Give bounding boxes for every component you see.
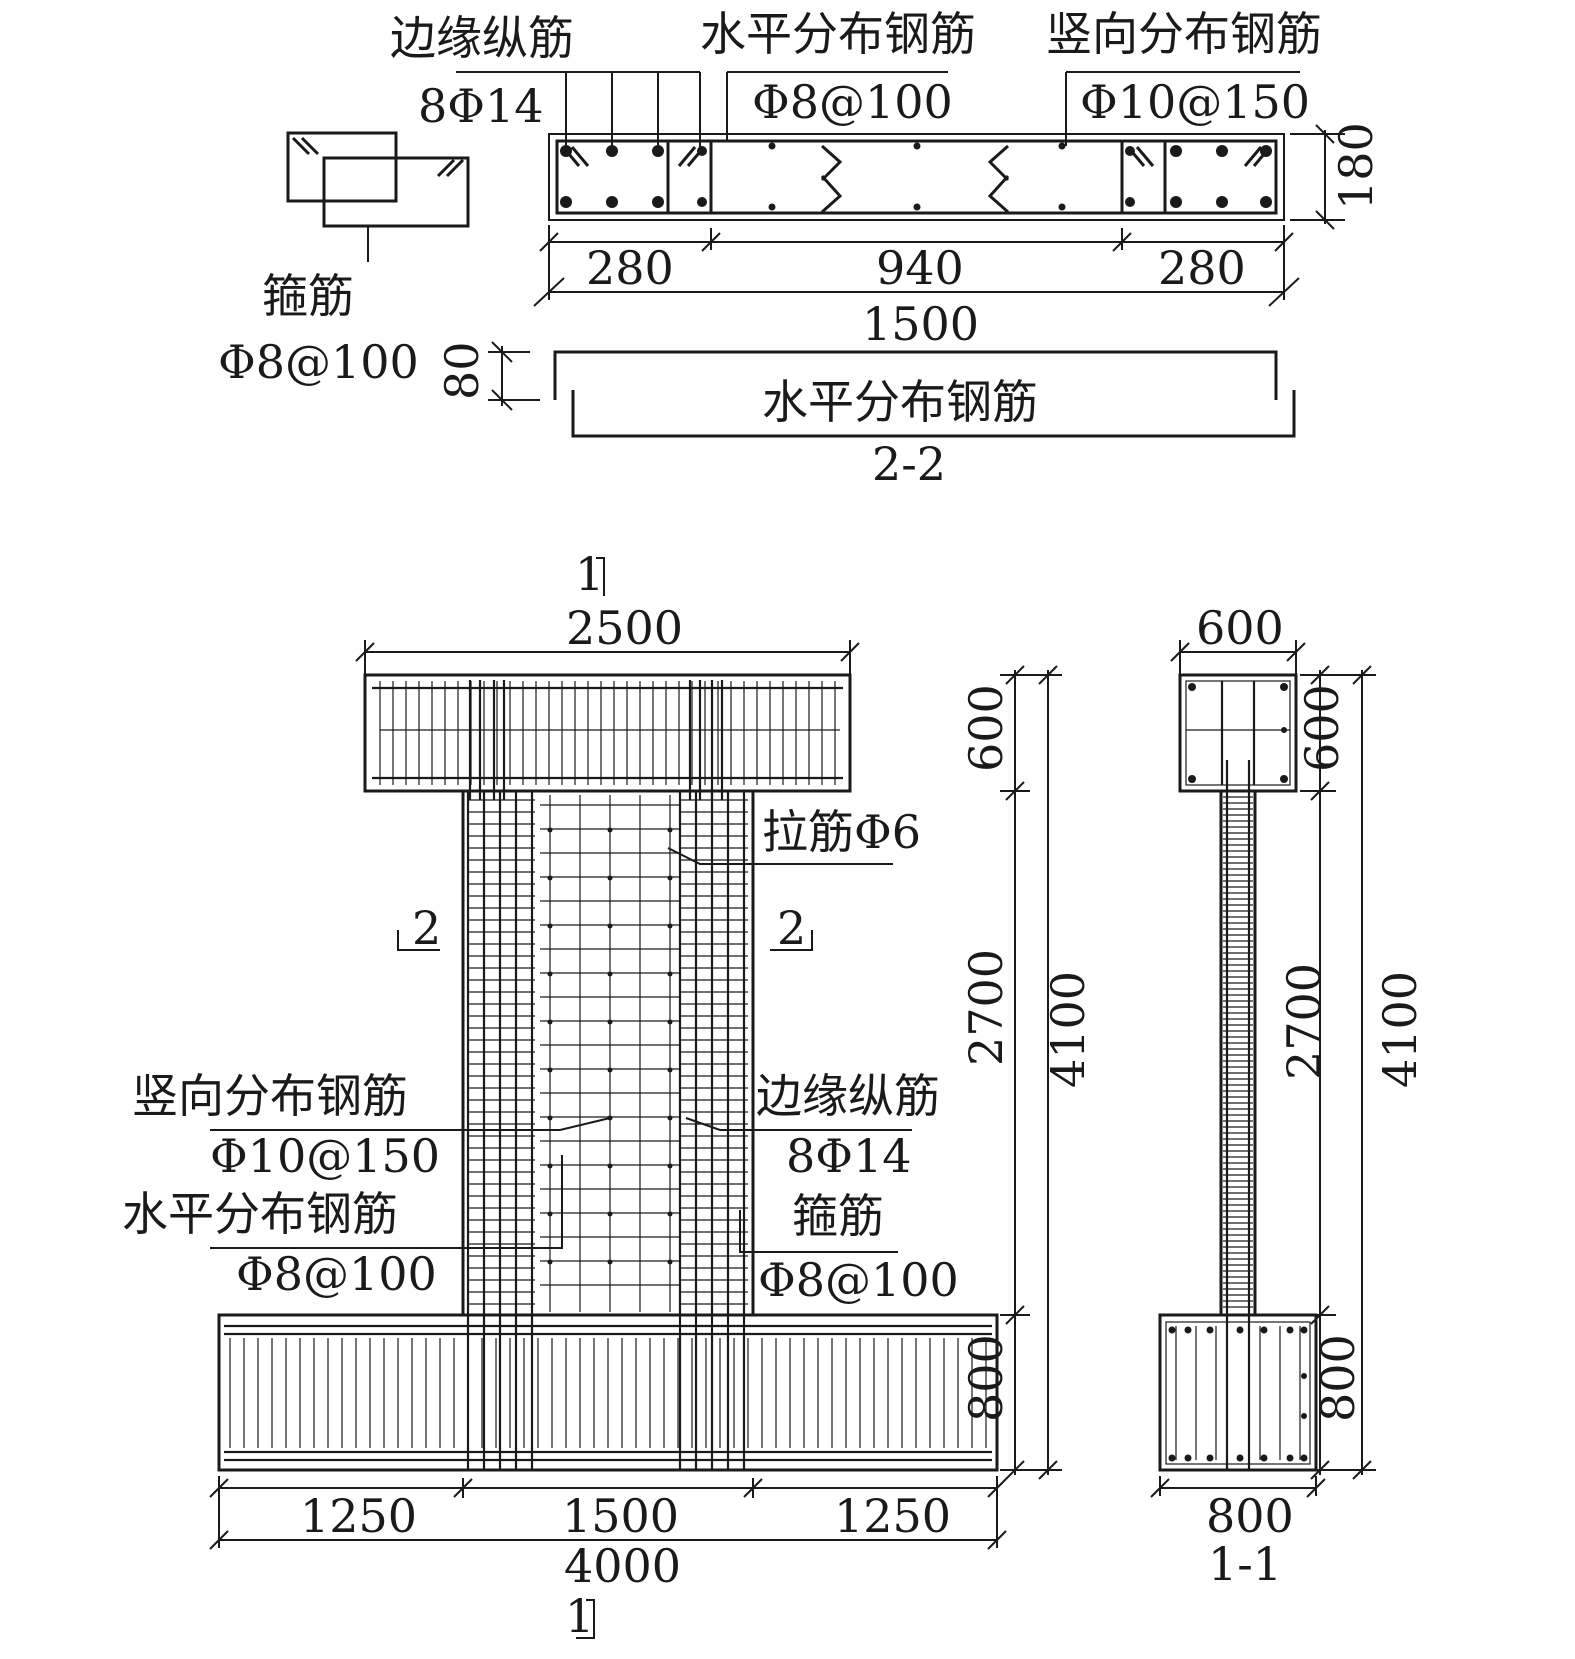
wall-reinforcement-grid	[540, 795, 680, 1312]
cut-2-left-number: 2	[412, 901, 441, 955]
stirrup-spec: Φ8@100	[218, 335, 419, 389]
s11-dim-base-height-800: 800	[1311, 1334, 1365, 1422]
edge-bars-spec: 8Φ14	[418, 79, 544, 133]
dim-left-280: 280	[586, 241, 674, 295]
elev-stirrup-spec: Φ8@100	[758, 1253, 959, 1307]
elevation-width-dims	[209, 1476, 1007, 1550]
cut-1-top-number: 1	[575, 547, 604, 601]
dim-base-mid-1500: 1500	[562, 1489, 679, 1543]
dim-base-right-1250: 1250	[834, 1489, 951, 1543]
horizontal-bars-label: 水平分布钢筋	[700, 7, 976, 61]
stirrup-label: 箍筋	[262, 269, 354, 323]
horizontal-bar-shape-label: 水平分布钢筋	[762, 375, 1038, 429]
section-2-2-dims	[533, 124, 1345, 307]
dim-base-total-4000: 4000	[564, 1539, 681, 1593]
horizontal-bars-spec: Φ8@100	[752, 75, 953, 129]
section-1-1-wall-bars	[1223, 760, 1253, 1470]
vertical-bars-label: 竖向分布钢筋	[1046, 7, 1322, 61]
s11-dim-top-width-600: 600	[1196, 601, 1284, 655]
section-2-2-title: 2-2	[872, 437, 946, 491]
tie-label: 拉筋Φ6	[762, 805, 921, 859]
dim-top-height-600: 600	[959, 684, 1013, 772]
top-beam-bars	[379, 680, 836, 800]
elevation-leaders	[210, 847, 912, 1253]
elevation-height-dims	[1000, 665, 1062, 1480]
elevation-view: 2500 1 1 2 2 600 2700 800 4100	[122, 547, 1095, 1643]
section-1-1: 600 800 1-1 600 2700 800 4100	[1150, 601, 1427, 1591]
section-1-1-title: 1-1	[1208, 1537, 1282, 1591]
cut-2-right-number: 2	[777, 901, 806, 955]
s11-dim-wall-height-2700: 2700	[1277, 963, 1331, 1080]
s11-dim-base-width-800: 800	[1206, 1489, 1294, 1543]
section-2-2: 箍筋 Φ8@100	[218, 7, 1383, 491]
elev-stirrup-label: 箍筋	[792, 1189, 884, 1243]
section-1-1-base-bars	[1168, 1326, 1308, 1462]
stirrup-detail	[286, 131, 470, 262]
dim-base-height-800: 800	[959, 1334, 1013, 1422]
dim-top-width-2500: 2500	[566, 601, 683, 655]
dim-hook-80: 80	[435, 341, 489, 400]
s11-dim-top-height-600: 600	[1295, 684, 1349, 772]
horizontal-bar-shape	[488, 341, 1296, 438]
dim-right-280: 280	[1158, 241, 1246, 295]
elev-edge-bars-spec: 8Φ14	[786, 1129, 912, 1183]
dim-base-left-1250: 1250	[300, 1489, 417, 1543]
elev-vertical-bars-label: 竖向分布钢筋	[132, 1069, 408, 1123]
section-2-2-leaders	[456, 71, 1300, 150]
vertical-bars-spec: Φ10@150	[1080, 75, 1310, 129]
dim-total-1500: 1500	[862, 297, 979, 351]
edge-bars-label: 边缘纵筋	[390, 11, 574, 65]
wall-cross-section	[548, 133, 1285, 221]
elev-horizontal-bars-spec: Φ8@100	[236, 1247, 437, 1301]
elev-edge-bars-label: 边缘纵筋	[756, 1069, 940, 1123]
dim-thickness-180: 180	[1329, 122, 1383, 210]
cut-1-bottom-number: 1	[565, 1589, 594, 1643]
s11-height-dims	[1300, 665, 1376, 1480]
elev-vertical-bars-spec: Φ10@150	[210, 1129, 440, 1183]
dim-total-height-4100: 4100	[1041, 971, 1095, 1088]
base-beam-bars	[229, 1338, 987, 1448]
dim-wall-height-2700: 2700	[959, 949, 1013, 1066]
dim-mid-940: 940	[876, 241, 964, 295]
s11-dim-total-height-4100: 4100	[1373, 971, 1427, 1088]
elev-horizontal-bars-label: 水平分布钢筋	[122, 1187, 398, 1241]
